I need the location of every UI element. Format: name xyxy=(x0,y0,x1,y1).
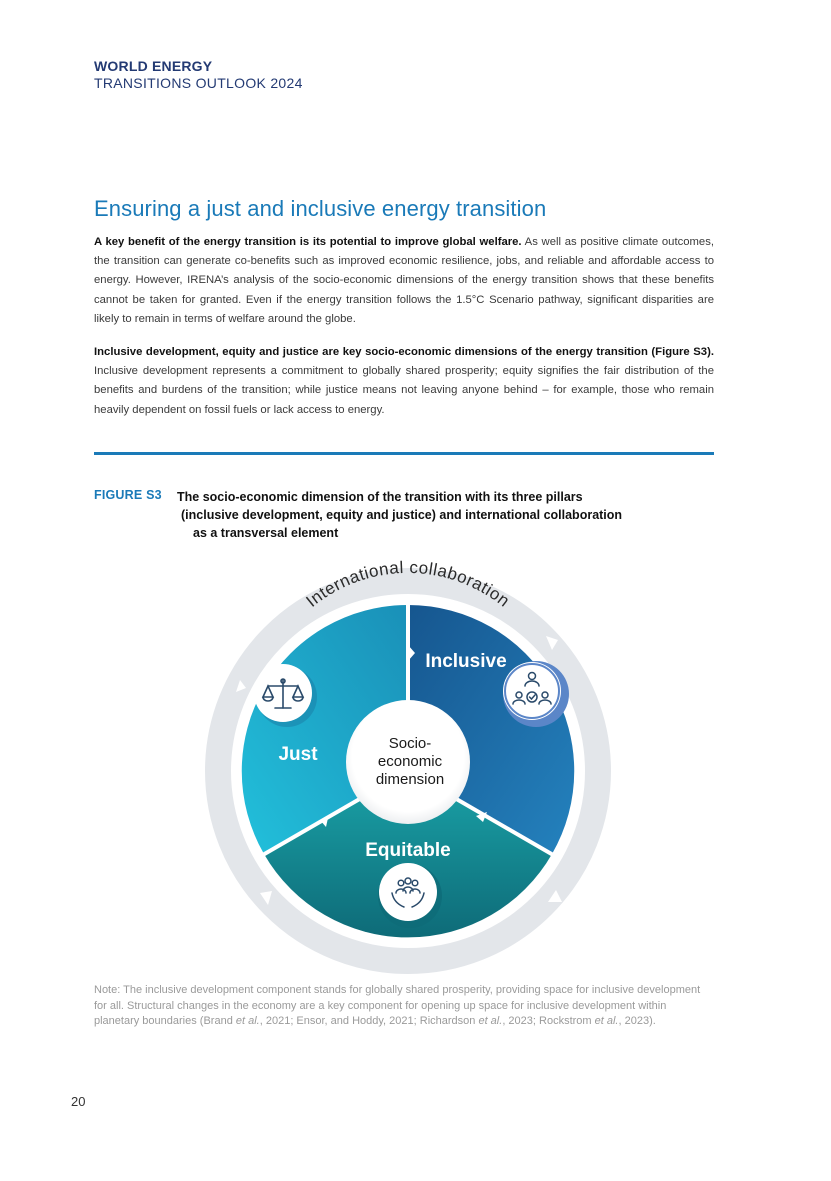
figure-caption: The socio-economic dimension of the tran… xyxy=(177,488,707,542)
note-etal-2: et al. xyxy=(478,1015,503,1027)
report-title-line2: TRANSITIONS OUTLOOK 2024 xyxy=(94,75,303,91)
page-number: 20 xyxy=(71,1094,86,1109)
figure-note: Note: The inclusive development componen… xyxy=(94,983,714,1030)
segment-label-just: Just xyxy=(278,744,318,765)
report-title-line1: WORLD ENERGY xyxy=(94,58,213,74)
note-etal-3: et al. xyxy=(594,1015,619,1027)
paragraph-1-body: As well as positive climate outcomes, th… xyxy=(94,236,714,325)
paragraph-2-lead: Inclusive development, equity and justic… xyxy=(94,346,714,358)
collaboration-ring xyxy=(205,568,611,974)
flow-arrow-left xyxy=(320,818,328,827)
note-etal-1: et al. xyxy=(235,1015,260,1027)
figure-caption-line-1: The socio-economic dimension of the tran… xyxy=(177,490,583,504)
note-text-4: , 2023). xyxy=(618,1015,656,1027)
flow-arrow-right xyxy=(476,812,487,822)
paragraph-2: Inclusive development, equity and justic… xyxy=(94,343,714,420)
center-label-line-2: economic xyxy=(378,753,443,770)
figure-caption-line-3: as a transversal element xyxy=(193,526,339,540)
scales-of-justice-icon xyxy=(254,664,317,727)
paragraph-2-body: Inclusive development represents a commi… xyxy=(94,365,714,416)
section-title: Ensuring a just and inclusive energy tra… xyxy=(94,196,547,221)
hands-holding-people-icon xyxy=(378,863,442,928)
flow-arrow-top xyxy=(408,645,415,661)
paragraph-1: A key benefit of the energy transition i… xyxy=(94,233,714,329)
figure-caption-line-2: (inclusive development, equity and justi… xyxy=(181,508,623,522)
center-label-line-3: dimension xyxy=(376,771,444,788)
segment-label-equitable: Equitable xyxy=(365,840,451,861)
section-divider xyxy=(94,452,714,455)
center-circle xyxy=(346,700,470,824)
center-label-line-1: Socio- xyxy=(389,735,432,752)
note-text-3: , 2023; Rockstrom xyxy=(502,1015,595,1027)
note-text-1: Note: The inclusive development componen… xyxy=(94,984,701,1027)
note-text-2: , 2021; Ensor, and Hoddy, 2021; Richards… xyxy=(259,1015,479,1027)
report-header: WORLD ENERGY TRANSITIONS OUTLOOK 2024 xyxy=(94,58,303,92)
people-network-check-icon xyxy=(503,661,569,727)
figure-label: FIGURE S3 xyxy=(94,488,162,502)
paragraph-1-lead: A key benefit of the energy transition i… xyxy=(94,236,522,248)
segment-label-inclusive: Inclusive xyxy=(425,651,506,672)
